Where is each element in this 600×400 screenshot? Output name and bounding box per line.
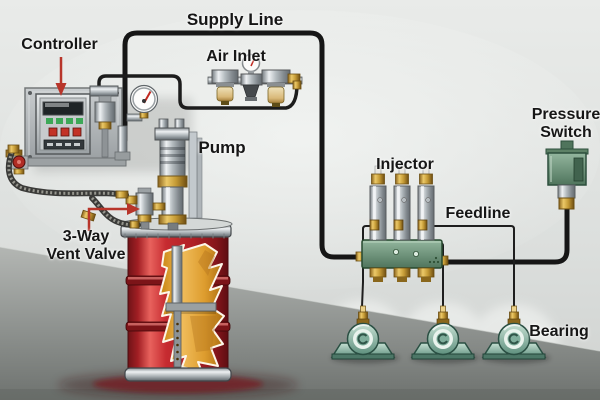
injector-1 xyxy=(369,165,387,282)
pressure-gauge xyxy=(126,84,159,122)
hose-controller-to-vent-valve xyxy=(5,144,129,199)
pump-suction-tube xyxy=(171,245,183,307)
supply-line-pipe xyxy=(122,30,570,265)
frl-filter xyxy=(211,69,239,105)
vent-valve xyxy=(125,187,166,230)
controller-key-strip xyxy=(43,139,85,150)
bearing-2 xyxy=(410,305,476,360)
air-line-pipe xyxy=(97,74,299,110)
injectors xyxy=(369,165,435,282)
controller-green-leds xyxy=(46,118,83,124)
pump-assembly xyxy=(154,118,203,231)
pressure-switch xyxy=(545,140,589,210)
panel-solenoid-valve xyxy=(89,85,119,158)
injector-3 xyxy=(417,165,435,282)
controller-red-buttons xyxy=(48,127,82,137)
feedline-1 xyxy=(361,225,372,308)
injector-2 xyxy=(393,165,411,282)
red-arrow-vent-valve xyxy=(87,203,140,231)
suction-tube-holes xyxy=(176,322,179,361)
bearing-3 xyxy=(481,305,547,360)
follower-plate xyxy=(165,302,217,312)
drum-cutaway-grease xyxy=(159,243,225,373)
air-inlet-frl xyxy=(207,53,303,107)
frl-regulator xyxy=(240,53,263,101)
feedline-3 xyxy=(426,225,515,307)
injector-manifold xyxy=(355,239,449,269)
frl-lubricator xyxy=(261,69,302,107)
drum-bottom-rim xyxy=(124,367,232,382)
drum xyxy=(119,217,233,382)
red-arrow-controller xyxy=(55,57,67,96)
controller-box xyxy=(35,93,91,155)
controller-unit xyxy=(5,85,131,175)
hose-controller-to-pump xyxy=(80,195,141,229)
bearing-1 xyxy=(330,305,396,360)
